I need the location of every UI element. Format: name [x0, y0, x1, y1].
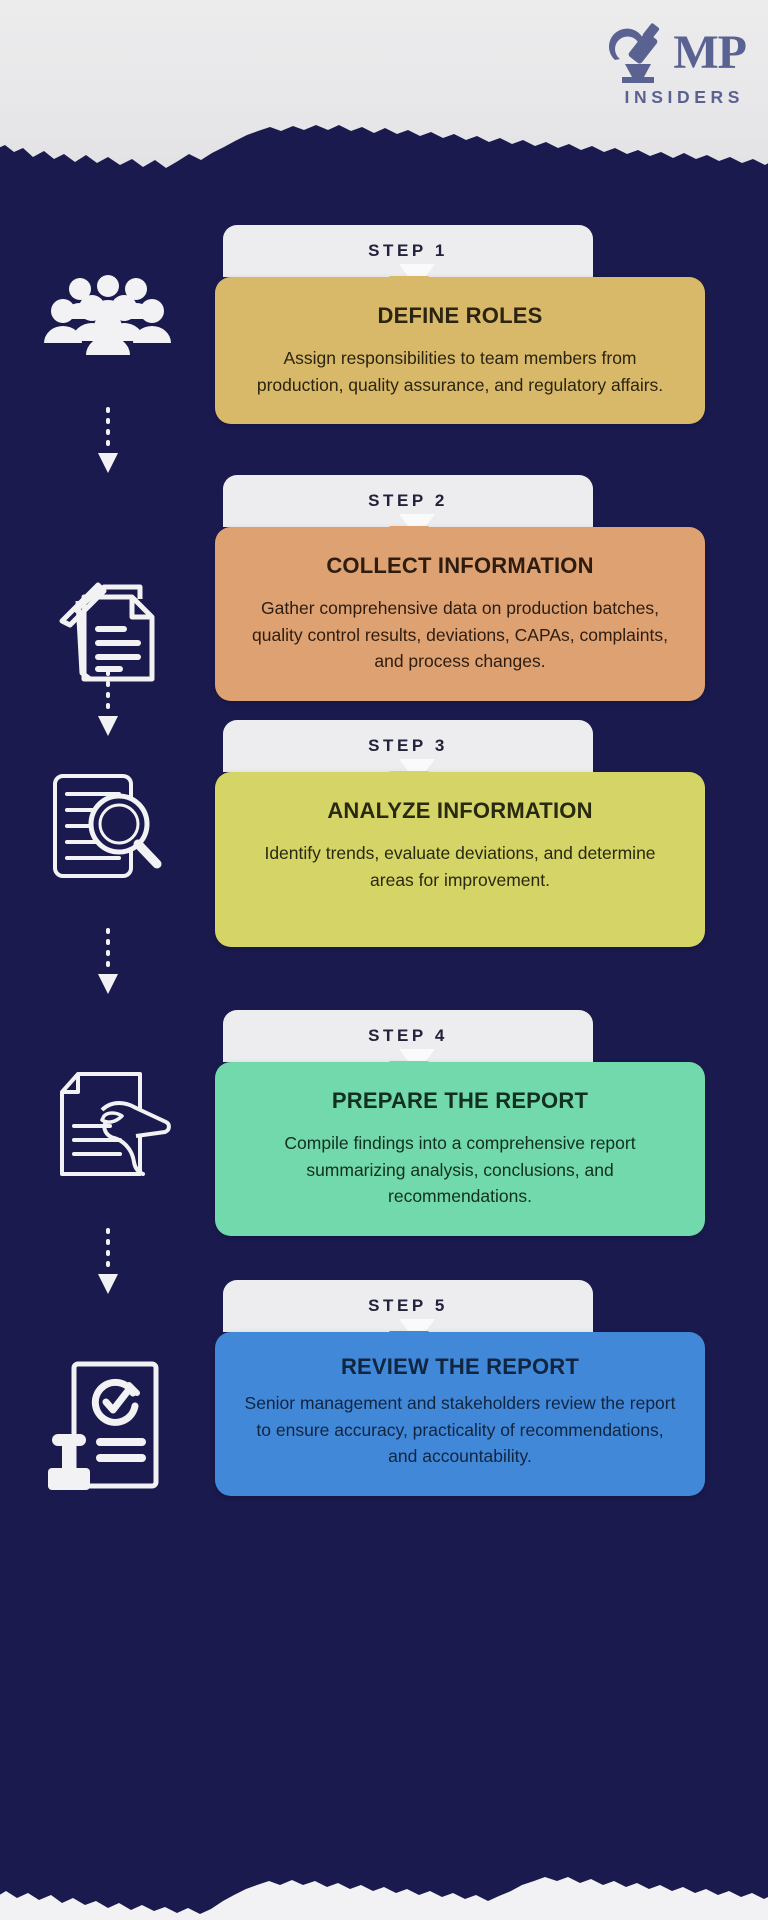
step-2-tab[interactable]: STEP 2	[223, 475, 593, 538]
dotted-arrow-1-to-2	[85, 407, 131, 477]
step-1: STEP 1 DEFINE ROLES Assign responsibilit…	[0, 175, 768, 473]
dotted-arrow-4-to-5	[85, 1228, 131, 1298]
step-5-tab[interactable]: STEP 5	[223, 1280, 593, 1343]
step-4-tab[interactable]: STEP 4	[223, 1010, 593, 1073]
step-3-icon-slot	[38, 770, 178, 882]
step-5-body: Senior management and stakeholders revie…	[244, 1393, 676, 1467]
step-2: STEP 2 COLLECT INFORMATION Gather compre…	[0, 465, 768, 736]
step-2-title: COLLECT INFORMATION	[326, 553, 594, 578]
step-3-body: Identify trends, evaluate deviations, an…	[264, 843, 656, 890]
brand-tagline: INSIDERS	[624, 87, 744, 107]
step-3-card[interactable]: ANALYZE INFORMATION Identify trends, eva…	[215, 772, 705, 948]
steps-container: STEP 1 DEFINE ROLES Assign responsibilit…	[0, 175, 768, 1550]
torn-paper-edge-bottom	[0, 1877, 768, 1920]
torn-paper-edge-top	[0, 125, 768, 175]
header-band: MP INSIDERS	[0, 0, 768, 175]
step-3: STEP 3 ANALYZE INFORMATION Identify tren…	[0, 710, 768, 1000]
dotted-arrow-icon	[98, 407, 118, 473]
step-2-body: Gather comprehensive data on production …	[252, 598, 668, 672]
dotted-arrow-2-to-3	[85, 670, 131, 740]
step-1-tab[interactable]: STEP 1	[223, 225, 593, 288]
step-4-body: Compile findings into a comprehensive re…	[284, 1133, 636, 1207]
step-5-tab-label: STEP 5	[368, 1296, 448, 1315]
dotted-arrow-icon	[98, 928, 118, 994]
step-4-card[interactable]: PREPARE THE REPORT Compile findings into…	[215, 1062, 705, 1236]
step-4-card-wrap: STEP 4 PREPARE THE REPORT Compile findin…	[215, 1010, 705, 1236]
stack-of-documents-icon	[59, 582, 155, 682]
step-4-tab-label: STEP 4	[368, 1026, 448, 1045]
dotted-arrow-icon	[98, 1228, 118, 1294]
step-5-icon-slot	[38, 1360, 178, 1490]
step-3-tab-label: STEP 3	[368, 736, 448, 755]
hand-writing-document-icon	[60, 1072, 171, 1176]
approval-stamp-icon	[48, 1361, 159, 1490]
group-of-people-icon	[44, 275, 171, 355]
step-1-card-wrap: STEP 1 DEFINE ROLES Assign responsibilit…	[215, 225, 705, 425]
step-1-tab-label: STEP 1	[368, 241, 448, 260]
step-1-card[interactable]: DEFINE ROLES Assign responsibilities to …	[215, 277, 705, 425]
step-5-title: REVIEW THE REPORT	[340, 1354, 580, 1379]
step-2-icon-slot	[38, 575, 178, 695]
step-4-title: PREPARE THE REPORT	[331, 1088, 589, 1113]
step-4-icon-slot	[38, 1070, 178, 1180]
brand-logo: MP INSIDERS	[604, 22, 747, 108]
step-3-title: ANALYZE INFORMATION	[327, 798, 593, 823]
dotted-arrow-3-to-4	[85, 928, 131, 998]
document-magnifier-icon	[53, 774, 162, 878]
step-1-icon-slot	[38, 275, 178, 355]
brand-name: MP	[673, 26, 747, 79]
step-4: STEP 4 PREPARE THE REPORT Compile findin…	[0, 1000, 768, 1294]
dotted-arrow-icon	[98, 670, 118, 736]
step-5-card-wrap: STEP 5 REVIEW THE REPORT Senior manageme…	[215, 1280, 705, 1496]
step-1-body: Assign responsibilities to team members …	[256, 348, 664, 395]
step-2-card[interactable]: COLLECT INFORMATION Gather comprehensive…	[215, 527, 705, 701]
step-3-tab[interactable]: STEP 3	[223, 720, 593, 783]
step-1-title: DEFINE ROLES	[377, 303, 543, 328]
step-5-card[interactable]: REVIEW THE REPORT Senior management and …	[215, 1332, 705, 1496]
step-3-card-wrap: STEP 3 ANALYZE INFORMATION Identify tren…	[215, 720, 705, 948]
microscope-icon	[609, 23, 660, 83]
step-5: STEP 5 REVIEW THE REPORT Senior manageme…	[0, 1270, 768, 1550]
step-2-tab-label: STEP 2	[368, 491, 448, 510]
step-2-card-wrap: STEP 2 COLLECT INFORMATION Gather compre…	[215, 475, 705, 701]
